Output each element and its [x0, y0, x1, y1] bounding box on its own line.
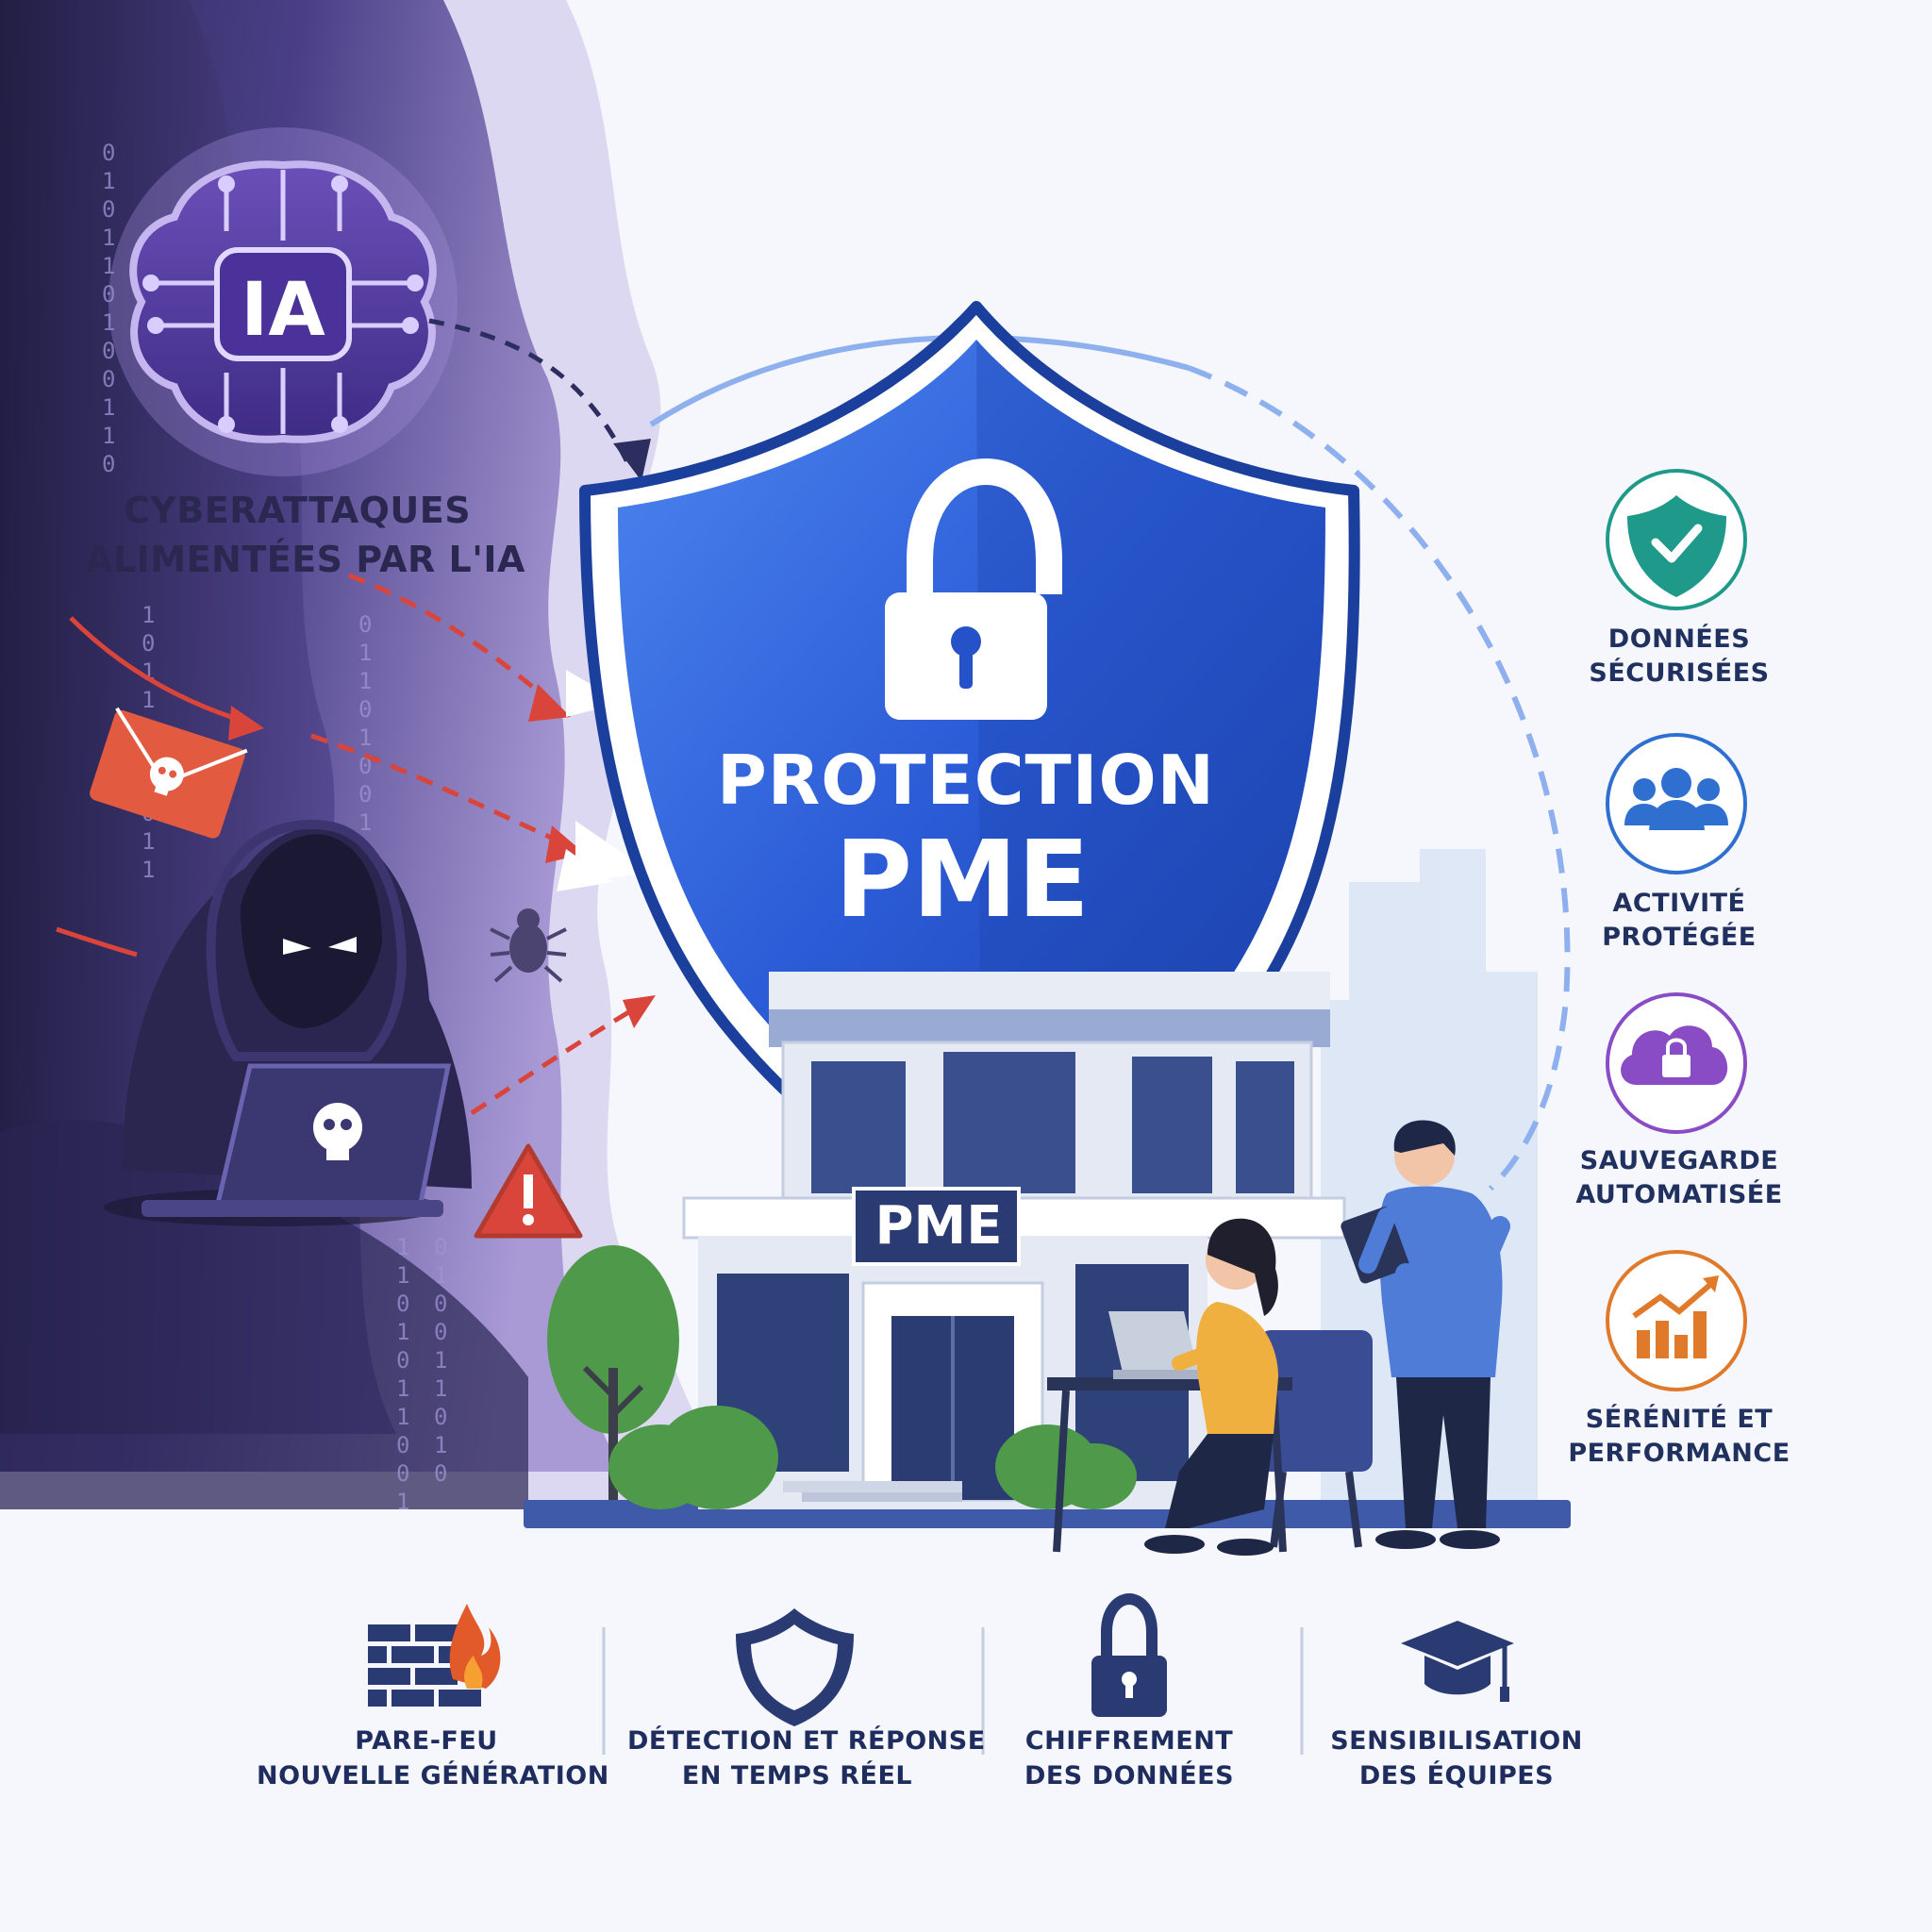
- protection-arc-dashed: [1187, 365, 1571, 1191]
- attack-arrows: [56, 573, 643, 1116]
- feature-line2: NOUVELLE GÉNÉRATION: [257, 1761, 609, 1790]
- feature-line1: SENSIBILISATION: [1330, 1726, 1583, 1756]
- bug-icon: [490, 908, 567, 983]
- shield-emblem: [579, 301, 1360, 1223]
- padlock-icon: [1091, 1592, 1167, 1717]
- protection-arc: [649, 334, 1190, 427]
- pme-sign: [852, 1187, 1021, 1266]
- threat-title-line2: ALIMENTÉES PAR L'IA: [85, 539, 525, 580]
- shield-outline-icon: [736, 1608, 854, 1726]
- feature-label-training: SENSIBILISATION DES ÉQUIPES: [1287, 1724, 1626, 1793]
- red-arrowheads-icon: [228, 684, 656, 1028]
- users-icon: [1624, 768, 1728, 830]
- feature-dividers: [602, 1627, 1304, 1755]
- benefit-line2: SÉCURISÉES: [1589, 658, 1770, 688]
- firewall-icon: [368, 1604, 501, 1707]
- feature-line1: DÉTECTION ET RÉPONSE: [627, 1726, 986, 1756]
- benefit-line1: SÉRÉNITÉ ET: [1585, 1405, 1774, 1434]
- pme-sign-text: PME: [874, 1195, 1003, 1257]
- growth-chart-icon: [1637, 1311, 1707, 1358]
- bush-icon: [608, 1406, 1137, 1509]
- benefit-icon-performance: [1606, 1250, 1747, 1391]
- arrowhead-icon: [613, 439, 651, 481]
- hacker-laptop-icon: [142, 1063, 452, 1217]
- benefit-line2: PERFORMANCE: [1568, 1439, 1790, 1468]
- shield-title-line1: PROTECTION: [717, 741, 1215, 820]
- benefit-line1: DONNÉES: [1607, 625, 1751, 654]
- benefit-label-backup: SAUVEGARDE AUTOMATISÉE: [1547, 1144, 1811, 1212]
- graduation-cap-icon: [1401, 1621, 1514, 1702]
- attack-arrow-ai: [428, 318, 630, 464]
- seated-employee: [1047, 1218, 1373, 1556]
- threat-title-line1: CYBERATTAQUES: [123, 490, 472, 531]
- benefit-line2: PROTÉGÉE: [1602, 923, 1757, 952]
- malicious-email-icon: [90, 707, 248, 839]
- ai-badge-text: IA: [241, 268, 325, 353]
- standing-employee: [1341, 1120, 1510, 1549]
- feature-line2: DES ÉQUIPES: [1358, 1761, 1555, 1790]
- warning-icon: [474, 1143, 583, 1239]
- benefit-line2: AUTOMATISÉE: [1575, 1180, 1783, 1209]
- benefit-label-activity: ACTIVITÉ PROTÉGÉE: [1547, 887, 1811, 955]
- feature-line1: PARE-FEU: [355, 1726, 498, 1756]
- benefit-label-data: DONNÉES SÉCURISÉES: [1547, 623, 1811, 691]
- benefit-line1: ACTIVITÉ: [1612, 889, 1746, 918]
- feature-line1: CHIFFREMENT: [1024, 1726, 1234, 1756]
- ai-brain-icon: IA: [108, 127, 458, 476]
- benefit-icon-activity: [1606, 733, 1747, 874]
- feature-label-encryption: CHIFFREMENT DES DONNÉES: [959, 1724, 1299, 1793]
- feature-line2: DES DONNÉES: [1024, 1761, 1235, 1790]
- feature-line2: EN TEMPS RÉEL: [681, 1761, 913, 1790]
- feature-label-firewall: PARE-FEU NOUVELLE GÉNÉRATION: [257, 1724, 609, 1793]
- shield-title-line2: PME: [834, 819, 1091, 941]
- benefit-line1: SAUVEGARDE: [1579, 1146, 1779, 1175]
- tree-icon: [547, 1245, 679, 1500]
- feature-label-detection: DÉTECTION ET RÉPONSE EN TEMPS RÉEL: [627, 1724, 986, 1793]
- threat-title: CYBERATTAQUES ALIMENTÉES PAR L'IA: [85, 486, 525, 584]
- benefit-label-performance: SÉRÉNITÉ ET PERFORMANCE: [1547, 1403, 1811, 1471]
- benefit-icon-backup: [1606, 992, 1747, 1134]
- pme-building: [524, 972, 1571, 1528]
- benefit-icon-data: [1606, 469, 1747, 610]
